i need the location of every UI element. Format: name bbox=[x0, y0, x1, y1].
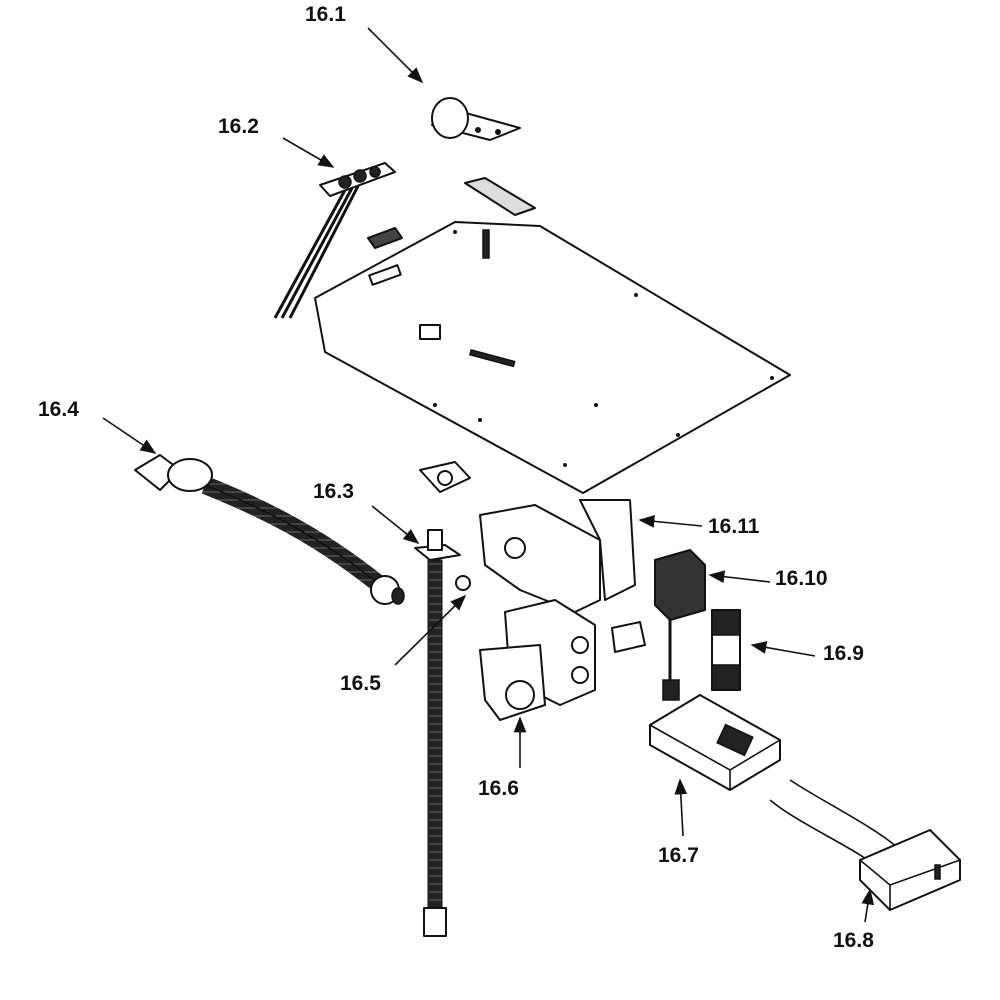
part-16-2-pilot-assembly bbox=[273, 162, 403, 319]
label-16-1: 16.1 bbox=[305, 3, 346, 26]
label-16-3: 16.3 bbox=[313, 480, 354, 503]
label-16-5: 16.5 bbox=[340, 672, 381, 695]
part-16-6-gas-valve bbox=[479, 599, 646, 721]
label-16-10: 16.10 bbox=[775, 567, 828, 590]
part-16-9-connector bbox=[711, 609, 741, 691]
label-16-6: 16.6 bbox=[478, 777, 519, 800]
label-16-8: 16.8 bbox=[833, 929, 874, 952]
label-16-2: 16.2 bbox=[218, 115, 259, 138]
part-16-7-ignition-module bbox=[649, 694, 781, 791]
label-16-7: 16.7 bbox=[658, 844, 699, 867]
part-16-10-transformer bbox=[654, 549, 706, 701]
label-16-11: 16.11 bbox=[708, 515, 760, 538]
part-16-11-valve-bracket bbox=[419, 461, 636, 613]
label-16-9: 16.9 bbox=[823, 642, 864, 665]
part-16-1-bracket-clamp bbox=[431, 97, 536, 216]
part-16-4-gas-hose-with-valve bbox=[134, 454, 405, 605]
part-16-8-electrode-bracket bbox=[769, 779, 961, 911]
label-16-4: 16.4 bbox=[38, 398, 79, 421]
part-base-plate bbox=[314, 221, 791, 494]
part-16-5-nut bbox=[455, 575, 471, 591]
part-16-3-supply-pipe bbox=[414, 529, 461, 937]
leader-arrows bbox=[102, 27, 875, 923]
